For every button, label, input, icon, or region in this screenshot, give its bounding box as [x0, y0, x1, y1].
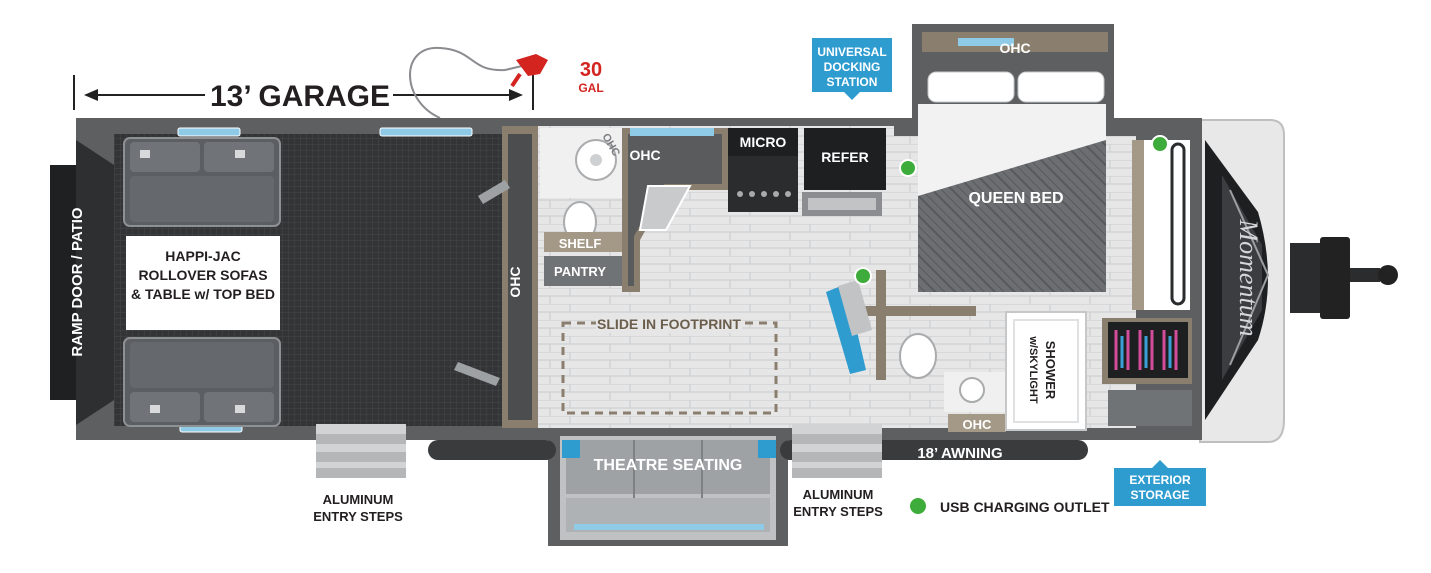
hitch	[1290, 237, 1398, 319]
microwave-range: MICRO	[728, 128, 798, 212]
storage-compartment	[1102, 318, 1192, 426]
kitchen-counter: OHC	[622, 128, 728, 292]
main-bath: OHC SHOWER w/SKYLIGHT	[899, 311, 1087, 432]
slide-footprint-label: SLIDE IN FOOTPRINT	[597, 316, 741, 332]
garage-ohc-label: OHC	[507, 266, 523, 297]
shelf	[544, 232, 622, 252]
fuel-station: 30 GAL	[409, 46, 604, 119]
usb-legend: USB CHARGING OUTLET	[908, 496, 1110, 516]
queen-bed-label: QUEEN BED	[968, 190, 1063, 207]
storage-line1: EXTERIOR	[1129, 473, 1191, 487]
fuel-unit: GAL	[578, 81, 603, 95]
sofa-label-line3: & TABLE w/ TOP BED	[131, 286, 275, 302]
storage-line2: STORAGE	[1130, 488, 1189, 502]
steps-left-line1: ALUMINUM	[323, 492, 394, 507]
steps-left-line2: ENTRY STEPS	[313, 509, 403, 524]
sofa-label-line1: HAPPI-JAC	[165, 248, 240, 264]
entry-steps-right: ALUMINUM ENTRY STEPS	[792, 424, 883, 519]
docking-line3: STATION	[827, 75, 878, 89]
brand-logo: Momentum	[1234, 219, 1263, 337]
pantry	[544, 256, 622, 286]
garage-wall: OHC	[454, 126, 538, 428]
shower-line2: w/SKYLIGHT	[1027, 335, 1039, 404]
exterior-storage-callout: EXTERIOR STORAGE	[1114, 460, 1206, 506]
refer-label: REFER	[821, 149, 868, 165]
micro-label: MICRO	[740, 134, 787, 150]
bedroom-ohc-label: OHC	[999, 40, 1030, 56]
usb-outlet-icon	[899, 159, 917, 177]
slide-footprint: SLIDE IN FOOTPRINT	[561, 313, 778, 415]
docking-line1: UNIVERSAL	[817, 45, 886, 59]
usb-outlet-icon	[854, 267, 872, 285]
steps-right-line2: ENTRY STEPS	[793, 504, 883, 519]
usb-legend-icon	[908, 496, 928, 516]
garage-length-label: 13’ GARAGE	[210, 80, 390, 113]
awning-label: 18’ AWNING	[917, 445, 1002, 462]
theatre-seating: THEATRE SEATING	[560, 436, 776, 540]
kitchen-ohc-label: OHC	[629, 147, 660, 163]
theatre-seating-label: THEATRE SEATING	[594, 457, 743, 474]
front-cap: Momentum	[1199, 119, 1285, 443]
fuel-nozzle-icon	[516, 54, 548, 76]
kitchen-sink	[638, 185, 692, 231]
docking-station-callout: UNIVERSAL DOCKING STATION	[812, 38, 892, 100]
garage-area: HAPPI-JAC ROLLOVER SOFAS & TABLE w/ TOP …	[114, 127, 502, 433]
bedroom: OHC QUEEN BED	[918, 32, 1190, 310]
shower-line1: SHOWER	[1043, 341, 1058, 400]
docking-line2: DOCKING	[824, 60, 881, 74]
steps-right-line1: ALUMINUM	[803, 487, 874, 502]
fuel-amount: 30	[580, 59, 602, 81]
bath-ohc-label-2: OHC	[963, 417, 993, 432]
ramp-door-label: RAMP DOOR / PATIO	[69, 207, 86, 357]
half-bath: OHC SHELF PANTRY	[540, 128, 622, 286]
shower	[1005, 311, 1087, 431]
sofa-label-line2: ROLLOVER SOFAS	[138, 267, 267, 283]
ramp-door: RAMP DOOR / PATIO	[50, 140, 114, 425]
usb-outlet-icon	[1151, 135, 1169, 153]
refrigerator: REFER	[802, 128, 886, 216]
garage-dimension: 13’ GARAGE	[73, 75, 534, 113]
entry-steps-left: ALUMINUM ENTRY STEPS	[313, 424, 406, 524]
sofa-table	[126, 236, 280, 330]
pantry-label: PANTRY	[554, 264, 606, 279]
bath-divider	[826, 270, 976, 380]
usb-legend-label: USB CHARGING OUTLET	[940, 499, 1110, 515]
shelf-label: SHELF	[559, 236, 602, 251]
